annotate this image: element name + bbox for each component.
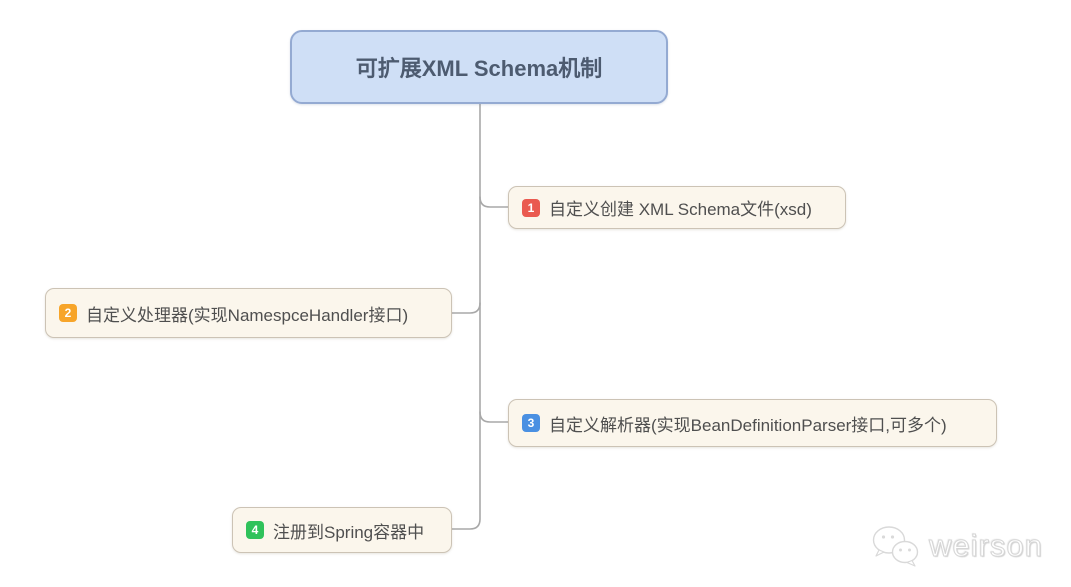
node-2-label: 自定义处理器(实现NamespceHandler接口): [86, 305, 409, 325]
node-register-spring: 4 注册到Spring容器中: [232, 507, 452, 553]
node-4-label: 注册到Spring容器中: [273, 522, 425, 542]
node-custom-handler: 2 自定义处理器(实现NamespceHandler接口): [45, 288, 452, 338]
watermark: weirson: [869, 523, 1043, 569]
node-3-number-badge: 3: [522, 414, 540, 432]
node-4-number-badge: 4: [246, 521, 264, 539]
root-node: 可扩展XML Schema机制: [290, 30, 668, 104]
node-3-label: 自定义解析器(实现BeanDefinitionParser接口,可多个): [549, 415, 947, 435]
watermark-text: weirson: [929, 528, 1043, 564]
node-2-number-badge: 2: [59, 304, 77, 322]
node-1-number-badge: 1: [522, 198, 540, 217]
node-create-xsd: 1 自定义创建 XML Schema文件(xsd): [508, 186, 846, 229]
wechat-icon: [872, 526, 919, 567]
node-custom-parser: 3 自定义解析器(实现BeanDefinitionParser接口,可多个): [508, 399, 997, 447]
node-1-label: 自定义创建 XML Schema文件(xsd): [549, 200, 812, 219]
root-node-label: 可扩展XML Schema机制: [355, 56, 603, 81]
